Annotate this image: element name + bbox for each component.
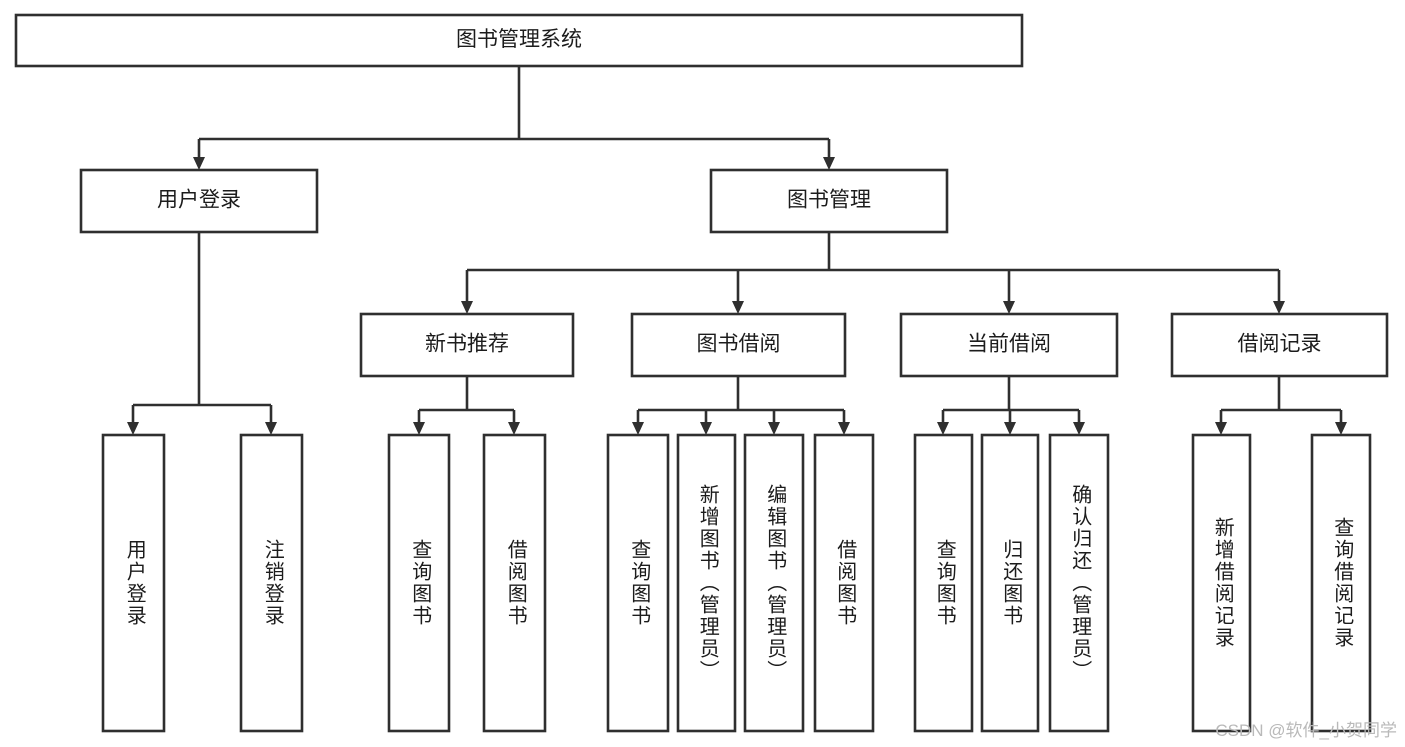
node-book-manage[interactable]: 图书管理 bbox=[709, 168, 949, 234]
node-leaf-borrow-book-2[interactable]: 借阅图书 bbox=[813, 433, 875, 733]
node-leaf-return-book-label: 归还图书 bbox=[1000, 539, 1023, 627]
node-leaf-borrow-book-1-box[interactable] bbox=[482, 433, 547, 733]
node-leaf-query-book-2-label: 查询图书 bbox=[628, 539, 651, 627]
root-to-level2-branch-1-arrowhead bbox=[823, 157, 835, 170]
node-root-box[interactable] bbox=[14, 13, 1024, 68]
borrow-to-leaves-branch-3-arrowhead bbox=[838, 422, 850, 435]
node-book-manage-box[interactable] bbox=[709, 168, 949, 234]
node-current-borrow-box[interactable] bbox=[899, 312, 1119, 378]
manage-to-modules-branch-0-arrowhead bbox=[461, 301, 473, 314]
node-leaf-query-record[interactable]: 查询借阅记录 bbox=[1310, 433, 1372, 733]
current-to-leaves-branch-1-arrowhead bbox=[1004, 422, 1016, 435]
node-root[interactable]: 图书管理系统 bbox=[14, 13, 1024, 68]
login-to-leaves-branch-1-arrowhead bbox=[265, 422, 277, 435]
borrow-to-leaves-branch-1-arrowhead bbox=[700, 422, 712, 435]
node-book-borrow-label: 图书借阅 bbox=[697, 333, 781, 356]
borrow-to-leaves-branch-2-arrowhead bbox=[768, 422, 780, 435]
node-leaf-add-record[interactable]: 新增借阅记录 bbox=[1191, 433, 1252, 733]
node-leaf-borrow-book-1-label: 借阅图书 bbox=[504, 539, 527, 627]
node-leaf-confirm-return[interactable]: 确认归还（管理员） bbox=[1048, 433, 1110, 733]
node-leaf-query-book-2-box[interactable] bbox=[606, 433, 670, 733]
node-leaf-logout-label: 注销登录 bbox=[261, 539, 284, 627]
node-new-book-recommend-label: 新书推荐 bbox=[425, 333, 509, 356]
node-leaf-user-login-label: 用户登录 bbox=[123, 539, 146, 627]
node-leaf-query-book-1-label: 查询图书 bbox=[409, 539, 432, 627]
node-user-login-label: 用户登录 bbox=[157, 189, 241, 212]
node-leaf-logout[interactable]: 注销登录 bbox=[239, 433, 304, 733]
node-leaf-query-record-box[interactable] bbox=[1310, 433, 1372, 733]
node-leaf-confirm-return-box[interactable] bbox=[1048, 433, 1110, 733]
borrow-to-leaves-branch-0-arrowhead bbox=[632, 422, 644, 435]
recommend-to-leaves-branch-0-arrowhead bbox=[413, 422, 425, 435]
node-current-borrow-label: 当前借阅 bbox=[967, 333, 1051, 356]
node-user-login-box[interactable] bbox=[79, 168, 319, 234]
node-borrow-record-box[interactable] bbox=[1170, 312, 1389, 378]
manage-to-modules-branch-1-arrowhead bbox=[732, 301, 744, 314]
node-user-login[interactable]: 用户登录 bbox=[79, 168, 319, 234]
node-leaf-borrow-book-1[interactable]: 借阅图书 bbox=[482, 433, 547, 733]
node-leaf-confirm-return-label: 确认归还（管理员） bbox=[1069, 484, 1092, 682]
node-leaf-user-login[interactable]: 用户登录 bbox=[101, 433, 166, 733]
node-leaf-add-record-label: 新增借阅记录 bbox=[1211, 517, 1234, 649]
node-layer: 图书管理系统用户登录图书管理新书推荐图书借阅当前借阅借阅记录用户登录注销登录查询… bbox=[14, 13, 1389, 733]
manage-to-modules-branch-3-arrowhead bbox=[1273, 301, 1285, 314]
manage-to-modules-branch-2-arrowhead bbox=[1003, 301, 1015, 314]
csdn-watermark: CSDN @软件_小贺同学 bbox=[1215, 721, 1397, 740]
node-book-manage-label: 图书管理 bbox=[787, 189, 871, 212]
node-leaf-add-book-box[interactable] bbox=[676, 433, 737, 733]
node-leaf-return-book[interactable]: 归还图书 bbox=[980, 433, 1040, 733]
connector-layer bbox=[127, 66, 1347, 435]
node-leaf-return-book-box[interactable] bbox=[980, 433, 1040, 733]
node-leaf-query-record-label: 查询借阅记录 bbox=[1331, 517, 1354, 649]
node-leaf-borrow-book-2-box[interactable] bbox=[813, 433, 875, 733]
node-leaf-add-record-box[interactable] bbox=[1191, 433, 1252, 733]
node-leaf-query-book-2[interactable]: 查询图书 bbox=[606, 433, 670, 733]
node-book-borrow[interactable]: 图书借阅 bbox=[630, 312, 847, 378]
node-leaf-edit-book-label: 编辑图书（管理员） bbox=[764, 484, 787, 682]
node-root-label: 图书管理系统 bbox=[456, 28, 582, 51]
node-borrow-record-label: 借阅记录 bbox=[1238, 333, 1322, 356]
node-leaf-edit-book-box[interactable] bbox=[743, 433, 805, 733]
node-borrow-record[interactable]: 借阅记录 bbox=[1170, 312, 1389, 378]
recommend-to-leaves-branch-1-arrowhead bbox=[508, 422, 520, 435]
login-to-leaves-branch-0-arrowhead bbox=[127, 422, 139, 435]
node-leaf-user-login-box[interactable] bbox=[101, 433, 166, 733]
record-to-leaves-branch-0-arrowhead bbox=[1215, 422, 1227, 435]
current-to-leaves-branch-0-arrowhead bbox=[937, 422, 949, 435]
node-leaf-logout-box[interactable] bbox=[239, 433, 304, 733]
node-leaf-add-book[interactable]: 新增图书（管理员） bbox=[676, 433, 737, 733]
node-new-book-recommend[interactable]: 新书推荐 bbox=[359, 312, 575, 378]
node-leaf-borrow-book-2-label: 借阅图书 bbox=[834, 539, 857, 627]
node-leaf-query-book-1[interactable]: 查询图书 bbox=[387, 433, 451, 733]
node-leaf-query-book-3[interactable]: 查询图书 bbox=[913, 433, 974, 733]
node-current-borrow[interactable]: 当前借阅 bbox=[899, 312, 1119, 378]
node-leaf-query-book-3-box[interactable] bbox=[913, 433, 974, 733]
node-new-book-recommend-box[interactable] bbox=[359, 312, 575, 378]
node-leaf-edit-book[interactable]: 编辑图书（管理员） bbox=[743, 433, 805, 733]
node-leaf-add-book-label: 新增图书（管理员） bbox=[696, 484, 719, 682]
node-leaf-query-book-1-box[interactable] bbox=[387, 433, 451, 733]
current-to-leaves-branch-2-arrowhead bbox=[1073, 422, 1085, 435]
node-leaf-query-book-3-label: 查询图书 bbox=[933, 539, 956, 627]
node-book-borrow-box[interactable] bbox=[630, 312, 847, 378]
record-to-leaves-branch-1-arrowhead bbox=[1335, 422, 1347, 435]
root-to-level2-branch-0-arrowhead bbox=[193, 157, 205, 170]
